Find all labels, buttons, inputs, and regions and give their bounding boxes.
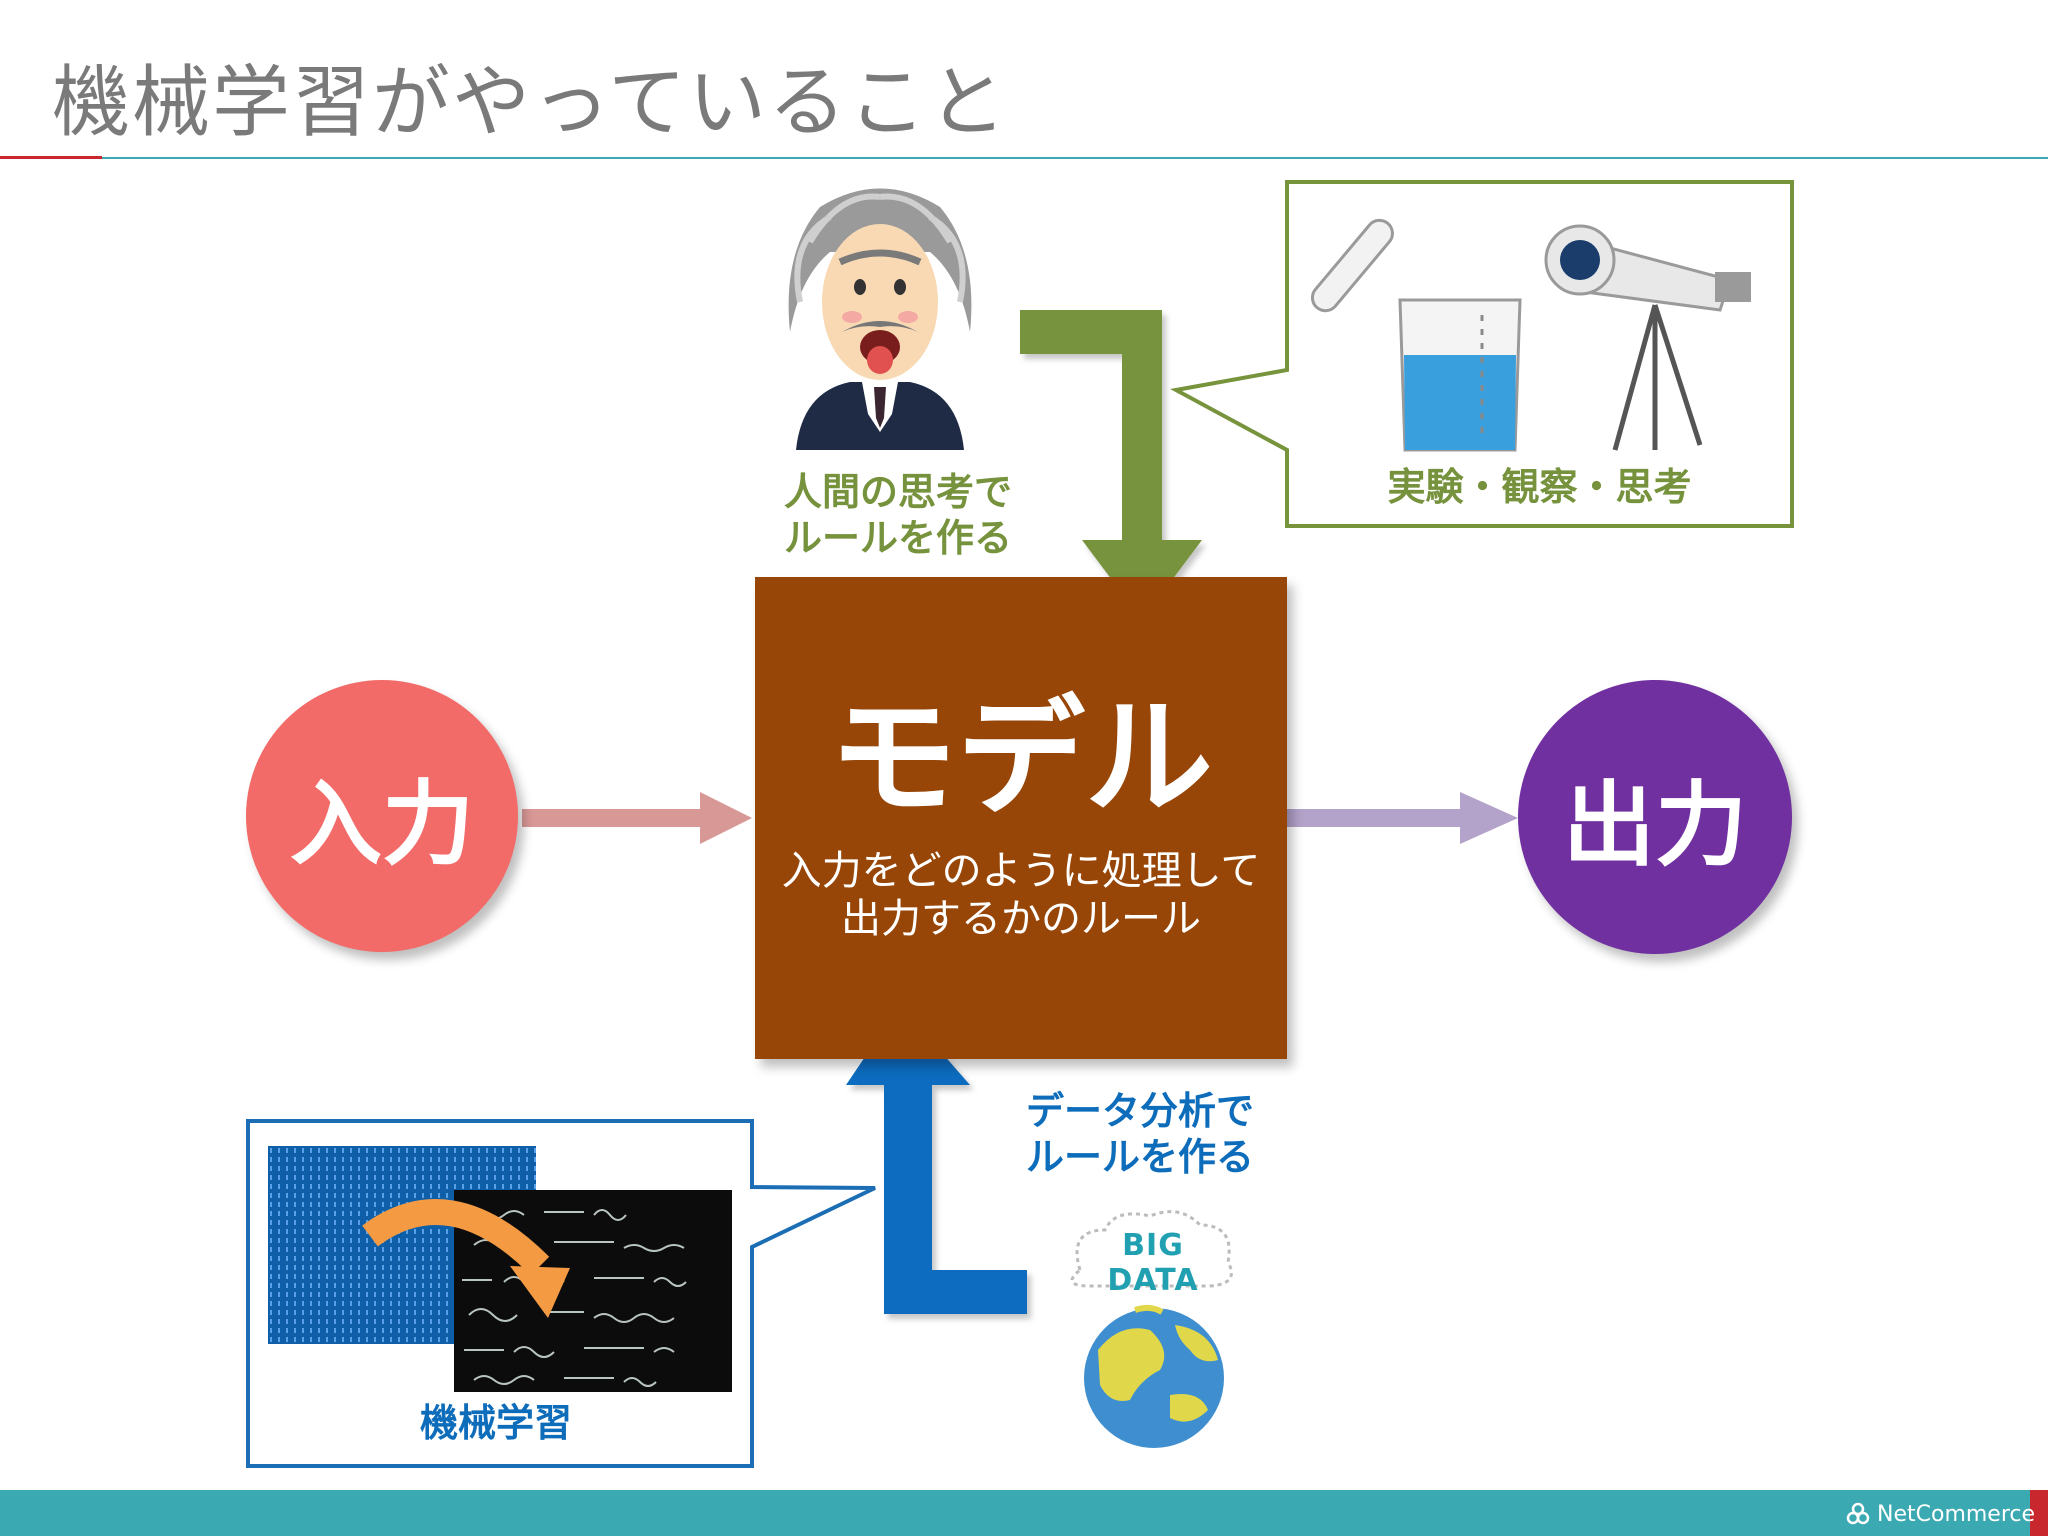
company-logo: NetCommerce — [1845, 1498, 2035, 1530]
model-description-line1: 入力をどのように処理して — [781, 848, 1261, 894]
title-rule — [102, 157, 2048, 159]
human-rule-label-line2: ルールを作る — [783, 516, 1012, 560]
netcommerce-logo-icon — [1846, 1502, 1870, 1525]
model-node: モデル 入力をどのように処理して 出力するかのルール — [755, 577, 1287, 1059]
human-rule-label-line1: 人間の思考で — [783, 470, 1012, 514]
model-title: モデル — [828, 684, 1213, 833]
machine-learning-callout-label: 機械学習 — [420, 1401, 573, 1445]
human-rule-arrow — [1020, 310, 1202, 620]
big-data-illustration: BIG DATA — [1050, 1200, 1250, 1450]
output-node: 出力 — [1518, 680, 1792, 954]
lab-equipment-illustration — [1310, 218, 1751, 452]
beaker-icon — [1398, 298, 1522, 452]
output-label: 出力 — [1562, 771, 1747, 879]
transform-arrow-icon — [362, 1199, 570, 1318]
globe-icon — [1070, 1210, 1233, 1448]
telescope-icon — [1544, 224, 1751, 451]
test-tube-icon — [1310, 218, 1394, 313]
output-arrow — [1287, 792, 1518, 844]
model-description-line2: 出力するかのルール — [841, 896, 1201, 942]
input-node: 入力 — [246, 680, 518, 952]
title-rule-accent — [0, 156, 102, 159]
slide-title: 機械学習がやっていること — [52, 58, 1009, 148]
human-rule-label: 人間の思考で ルールを作る — [768, 469, 1028, 561]
scientist-illustration — [788, 188, 972, 450]
data-rule-label-line2: ルールを作る — [1026, 1135, 1255, 1179]
experiment-callout-label: 実験・観察・思考 — [1387, 465, 1692, 509]
data-rule-arrow — [846, 1005, 1027, 1314]
big-data-text: BIG DATA — [1107, 1228, 1199, 1298]
logo-text: NetCommerce — [1877, 1501, 2036, 1527]
input-arrow — [522, 792, 752, 844]
equations-image — [454, 1190, 732, 1392]
footer-accent — [2030, 1490, 2048, 1536]
model-description: 入力をどのように処理して 出力するかのルール — [755, 847, 1287, 943]
data-rule-label-line1: データ分析で — [1026, 1089, 1255, 1133]
input-label: 入力 — [289, 770, 474, 878]
footer-bar — [0, 1490, 2048, 1536]
data-rule-label: データ分析で ルールを作る — [1026, 1088, 1254, 1180]
